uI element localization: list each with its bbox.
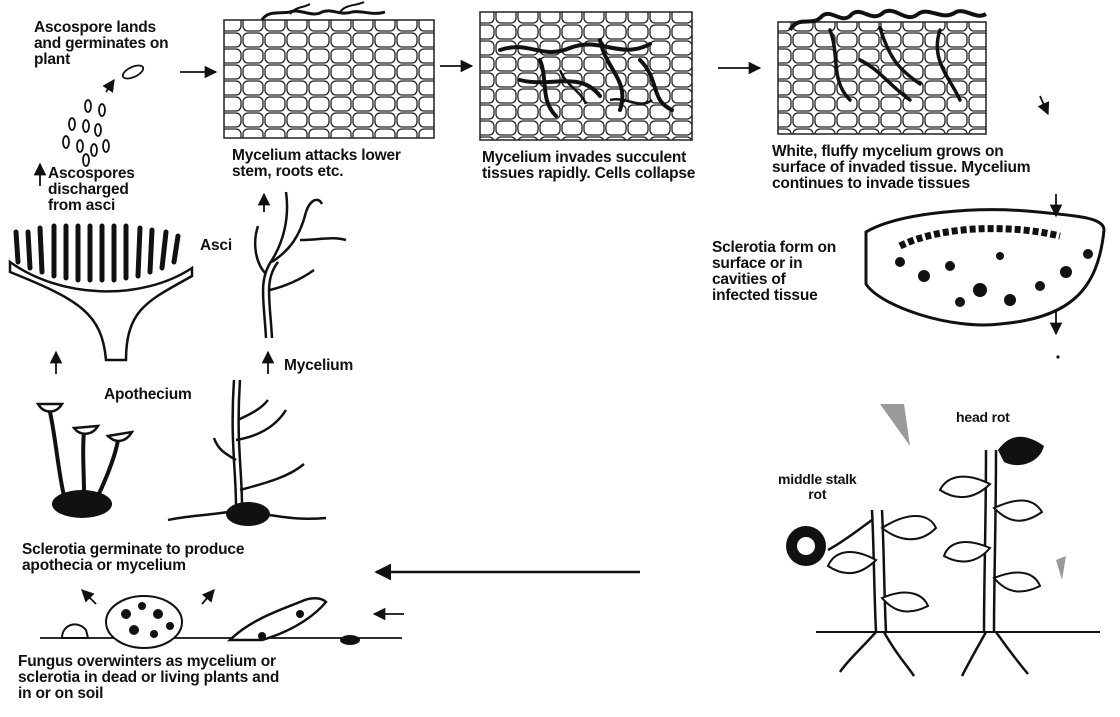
- label-middle-stalk-rot: middle stalk rot: [778, 472, 857, 502]
- label-apothecium: Apothecium: [104, 387, 192, 403]
- ascospores: [63, 63, 145, 166]
- apothecia: [38, 404, 132, 518]
- label-mycelium: Mycelium: [284, 358, 353, 374]
- label-ascospore-lands: Ascospore lands and germinates on plant: [34, 20, 168, 68]
- tissue-block-3: [778, 11, 986, 134]
- label-head-rot: head rot: [956, 410, 1010, 425]
- mycelium-branching-lower: [168, 380, 326, 526]
- label-sclerotia-form: Sclerotia form on surface or in cavities…: [712, 240, 836, 304]
- label-ascospores-discharged: Ascospores discharged from asci: [48, 166, 135, 214]
- label-fungus-overwinters: Fungus overwinters as mycelium or sclero…: [18, 654, 279, 702]
- label-mycelium-invades: Mycelium invades succulent tissues rapid…: [482, 150, 695, 182]
- label-asci: Asci: [200, 238, 232, 254]
- asci-section: [10, 226, 192, 360]
- label-white-fluffy-mycelium: White, fluffy mycelium grows on surface …: [772, 144, 1030, 192]
- tissue-block-1: [224, 2, 434, 138]
- sclerotia-tissue-section: [866, 210, 1104, 325]
- pointer-mark-head: [880, 404, 910, 446]
- label-mycelium-attacks: Mycelium attacks lower stem, roots etc.: [232, 148, 401, 180]
- label-sclerotia-germinate: Sclerotia germinate to produce apothecia…: [22, 542, 244, 574]
- dot-mark: [1056, 355, 1059, 358]
- tissue-block-2: [480, 12, 692, 140]
- overwintering-sclerotia: [40, 596, 402, 648]
- mycelium-branching-upper: [255, 192, 346, 338]
- pointer-mark-stalk: [1056, 556, 1066, 580]
